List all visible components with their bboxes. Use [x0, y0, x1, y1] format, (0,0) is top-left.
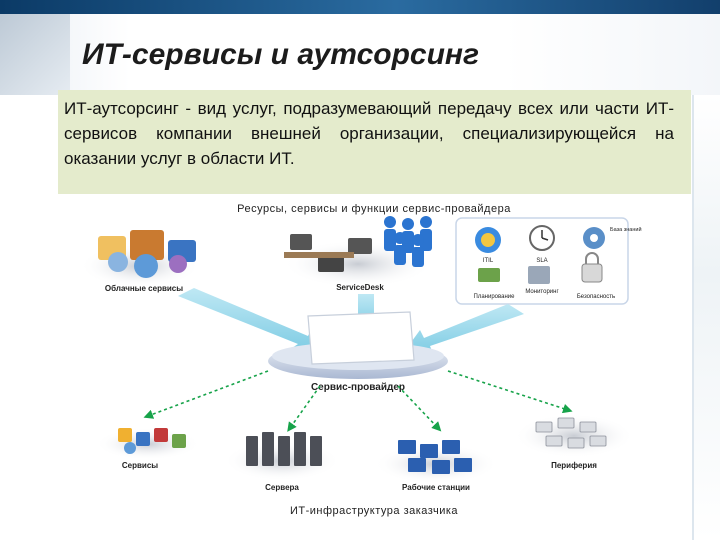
slide-header: [0, 0, 720, 95]
slide-title: ИТ-сервисы и аутсорсинг: [82, 38, 480, 71]
provider-box: [307, 311, 415, 365]
definition-text: ИТ-аутсорсинг - вид услуг, подразумевающ…: [64, 99, 674, 168]
services-icon: [118, 428, 132, 442]
diagram-svg: Ресурсы, сервисы и функции сервис-провай…: [80, 203, 642, 517]
right-divider: [692, 95, 694, 540]
right-decoration: [692, 95, 720, 540]
arrow-cloud-to-provider: [178, 288, 318, 354]
service-provider-node: Сервис-провайдер: [268, 311, 448, 393]
outsourcing-diagram: Ресурсы, сервисы и функции сервис-провай…: [58, 196, 691, 526]
servers-icon: [246, 432, 322, 466]
definition-box: [58, 90, 691, 194]
security-lock-icon: [581, 263, 603, 283]
header-photo: [0, 0, 70, 95]
monitoring-label: Мониторинг: [525, 289, 559, 295]
planning-label: Планирование: [474, 294, 516, 300]
top-title: Ресурсы, сервисы и функции сервис-провай…: [237, 203, 511, 215]
monitoring-icon: [528, 266, 550, 284]
arrow-to-services: [143, 370, 269, 419]
peripherals-group: Периферия: [514, 414, 634, 470]
cloud-services-group: Облачные сервисы: [80, 230, 200, 293]
servers-group: Сервера: [224, 432, 340, 492]
arrow-to-servers: [287, 385, 321, 432]
arrow-functions-to-provider: [404, 304, 524, 356]
arrow-to-workstations: [397, 385, 442, 432]
arrow-to-peripherals: [447, 370, 573, 414]
servicedesk-desk-icon: [284, 234, 372, 272]
workstations-group: Рабочие станции: [374, 440, 498, 492]
services-group: Сервисы: [96, 428, 200, 470]
servicedesk-label: ServiceDesk: [336, 283, 384, 292]
top-bar: [0, 0, 720, 14]
cloud-services-label: Облачные сервисы: [105, 284, 183, 293]
services-label: Сервисы: [122, 461, 158, 470]
bottom-arrows: [143, 370, 573, 432]
workstations-label: Рабочие станции: [402, 483, 470, 492]
service-provider-label: Сервис-провайдер: [311, 382, 405, 393]
itil-label: ITIL: [483, 258, 494, 264]
security-label: Безопасность: [577, 294, 615, 300]
knowledge-base-label: База знаний: [610, 226, 642, 233]
sla-label: SLA: [536, 258, 547, 264]
planning-icon: [478, 268, 500, 282]
servicedesk-group: ServiceDesk: [283, 216, 433, 292]
bottom-title: ИТ-инфраструктура заказчика: [290, 505, 458, 517]
servers-label: Сервера: [265, 483, 299, 492]
servicedesk-people-icon: [384, 216, 432, 267]
peripherals-label: Периферия: [551, 461, 597, 470]
functions-panel: ITIL SLA База знаний Планирование Монито…: [455, 217, 642, 305]
workstations-icon: [398, 440, 472, 474]
peripherals-printer-icon: [535, 417, 607, 449]
